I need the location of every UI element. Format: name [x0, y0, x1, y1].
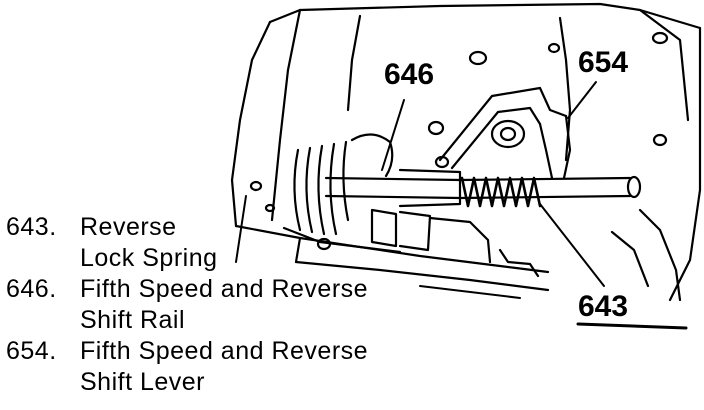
legend-item-646: 646. Fifth Speed and Reverse Shift Rail: [6, 274, 436, 336]
legend-item-643: 643. Reverse Lock Spring: [6, 212, 436, 274]
legend-line: Shift Lever: [80, 368, 206, 396]
shift-lever: [438, 86, 572, 180]
legend-item-654: 654. Fifth Speed and Reverse Shift Lever: [6, 336, 436, 398]
legend-description: Fifth Speed and Reverse Shift Lever: [80, 336, 436, 398]
callout-646: 646: [384, 58, 434, 91]
leader-lines: [235, 81, 605, 287]
leader-646: [381, 99, 405, 171]
reverse-lock-spring: [460, 176, 542, 208]
callout-underline: [576, 322, 688, 330]
callout-654: 654: [578, 46, 628, 79]
shift-rail: [324, 168, 642, 208]
legend-number: 643.: [6, 213, 57, 241]
legend-number: 646.: [6, 275, 57, 303]
callout-643: 643: [578, 290, 628, 323]
leader-654: [567, 81, 597, 119]
legend-description: Reverse Lock Spring: [80, 212, 436, 274]
legend-number: 654.: [6, 337, 57, 365]
leader-legend: [235, 195, 247, 263]
base-plate: [234, 224, 550, 292]
detent-parts: [370, 208, 682, 302]
housing-outline: [230, 2, 702, 302]
legend-line: Lock Spring: [80, 244, 218, 272]
bolt-heads: [249, 31, 669, 251]
legend-line: Reverse: [80, 213, 177, 241]
legend-line: Fifth Speed and Reverse: [80, 337, 369, 365]
legend-line: Fifth Speed and Reverse: [80, 275, 369, 303]
legend-line: Shift Rail: [80, 306, 186, 334]
parts-legend: 643. Reverse Lock Spring 646. Fifth Spee…: [6, 212, 436, 398]
legend-description: Fifth Speed and Reverse Shift Rail: [80, 274, 436, 336]
leader-643: [539, 203, 605, 287]
